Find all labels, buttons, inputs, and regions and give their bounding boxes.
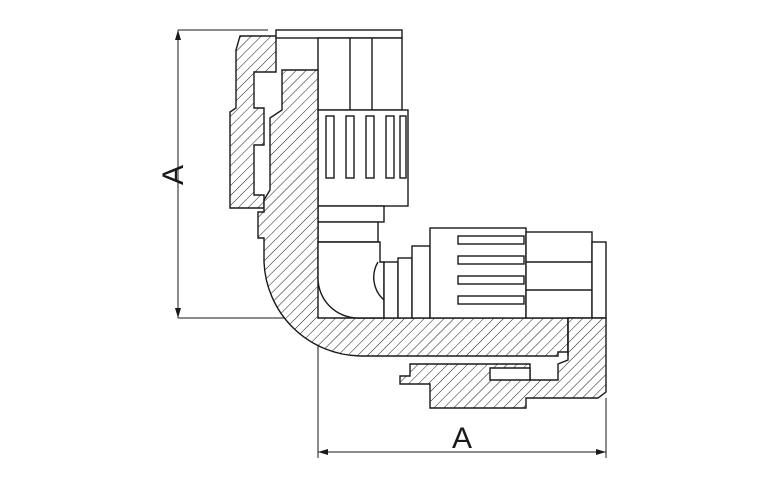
right-cap-nut-outline bbox=[429, 227, 607, 319]
horizontal-dimension-label: A bbox=[452, 422, 472, 455]
elbow-outer-view bbox=[317, 241, 431, 319]
horizontal-dimension: A bbox=[317, 322, 607, 458]
vertical-dimension-label: A bbox=[157, 165, 190, 185]
upper-cap-nut-section bbox=[229, 35, 277, 209]
upper-cap-nut-outline bbox=[275, 29, 409, 243]
right-cap-nut-section bbox=[399, 317, 607, 409]
elbow-body-section bbox=[257, 69, 569, 357]
